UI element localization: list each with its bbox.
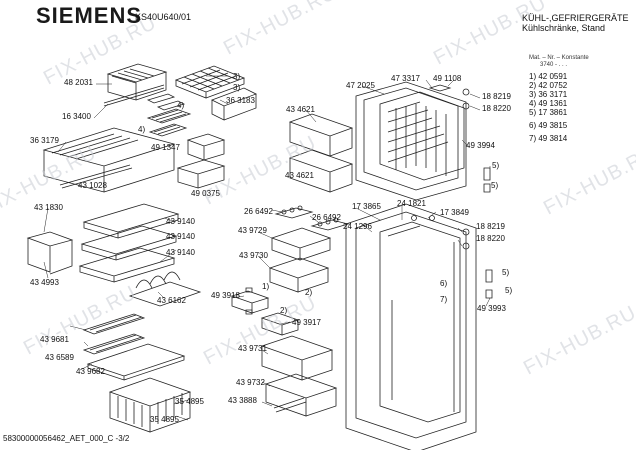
callout-marker: 4) <box>177 101 185 110</box>
part-number-label: 49 3993 <box>477 304 506 313</box>
crisper-drawer-part <box>42 127 176 193</box>
legend-item: 3) 36 3171 <box>529 90 568 99</box>
category-title: KÜHL-,GEFRIERGERÄTE <box>522 13 629 23</box>
legend-item: 1) 42 0591 <box>529 72 568 81</box>
legend-item: 2) 42 0752 <box>529 81 568 90</box>
part-number-label: 43 4993 <box>30 278 59 287</box>
part-number-label: 36 3183 <box>226 96 255 105</box>
part-number-label: 43 3888 <box>228 396 257 405</box>
part-number-label: 43 9729 <box>238 226 267 235</box>
part-number-label: 49 3917 <box>292 318 321 327</box>
part-number-label: 18 8220 <box>482 104 511 113</box>
freezer-door-part <box>355 81 467 201</box>
callout-marker: 4) <box>138 125 146 134</box>
main-door-part <box>345 203 477 450</box>
holder-bracket-part <box>186 133 226 161</box>
part-number-label: 43 9682 <box>76 367 105 376</box>
model-number: KS40U640/01 <box>135 12 192 22</box>
handle-bar-part <box>273 397 307 413</box>
part-number-label: 43 9732 <box>236 378 265 387</box>
part-number-label: 18 8219 <box>476 222 505 231</box>
document-code: 58300000056462_AET_000_C -3/2 <box>3 434 130 443</box>
callout-marker: 5) <box>505 286 513 295</box>
part-number-label: 24 1821 <box>397 199 426 208</box>
part-number-label: 49 1347 <box>151 143 180 152</box>
part-number-label: 43 4621 <box>285 171 314 180</box>
part-number-label: 36 3179 <box>30 136 59 145</box>
part-number-label: 43 9681 <box>40 335 69 344</box>
part-number-label: 43 6162 <box>157 296 186 305</box>
slider-part <box>146 108 192 137</box>
cover-plate-part <box>211 87 257 121</box>
part-number-label: 17 3865 <box>352 202 381 211</box>
legend-heading: Mat. – Nr. – Konstante <box>529 55 589 61</box>
rail-part <box>103 84 186 111</box>
part-number-label: 43 9140 <box>166 232 195 241</box>
part-number-label: 49 3994 <box>466 141 495 150</box>
legend-subheading: 3740 - . . . <box>540 62 568 68</box>
part-number-label: 47 3317 <box>391 74 420 83</box>
part-number-label: 43 1028 <box>78 181 107 190</box>
guard-strip-part <box>82 313 146 355</box>
callout-marker: 6) <box>440 279 448 288</box>
part-number-label: 35 4895 <box>175 397 204 406</box>
part-number-label: 26 6492 <box>244 207 273 216</box>
egg-tray-part <box>274 205 350 231</box>
callout-marker: 5) <box>491 181 499 190</box>
part-number-label: 18 8220 <box>476 234 505 243</box>
callout-marker: 2) <box>280 306 288 315</box>
part-number-label: 24 1296 <box>343 222 372 231</box>
drawer-frame-part <box>106 63 168 101</box>
part-number-label: 43 9140 <box>166 248 195 257</box>
legend-item: 5) 17 3861 <box>529 108 568 117</box>
part-number-label: 47 2025 <box>346 81 375 90</box>
leader-lines <box>43 75 491 421</box>
glass-shelf-part <box>78 203 180 283</box>
part-number-label: 18 8219 <box>482 92 511 101</box>
legend-item: 6) 49 3815 <box>529 121 568 130</box>
callout-marker: 5) <box>492 161 500 170</box>
callout-marker: 5) <box>502 268 510 277</box>
vegetable-drawer-part <box>108 377 192 433</box>
callout-marker: 3) <box>233 83 241 92</box>
part-number-label: 43 9730 <box>239 251 268 260</box>
legend-item: 7) 49 3814 <box>529 134 568 143</box>
part-number-label: 43 9731 <box>238 344 267 353</box>
callout-marker: 2) <box>305 288 313 297</box>
part-number-label: 49 1108 <box>433 74 462 83</box>
tray-part <box>26 231 74 275</box>
category-subtitle: Kühlschränke, Stand <box>522 23 606 33</box>
part-number-label: 43 6589 <box>45 353 74 362</box>
legend-item: 4) 49 1361 <box>529 99 568 108</box>
door-shelf-part <box>288 113 354 193</box>
bottle-rack-part <box>128 271 202 307</box>
part-number-label: 35 4895 <box>150 415 179 424</box>
part-number-label: 17 3849 <box>440 208 469 217</box>
callout-marker: 7) <box>440 295 448 304</box>
part-number-label: 43 9140 <box>166 217 195 226</box>
small-box-part <box>176 159 226 189</box>
wire-rack-part <box>174 65 246 99</box>
callout-marker: 3) <box>233 72 241 81</box>
part-number-label: 26 6492 <box>312 213 341 222</box>
callout-marker: 1) <box>262 282 270 291</box>
part-number-label: 49 0375 <box>191 189 220 198</box>
part-number-label: 16 3400 <box>62 112 91 121</box>
part-number-label: 48 2031 <box>64 78 93 87</box>
brand-logo: SIEMENS <box>36 3 143 28</box>
part-number-label: 49 3918 <box>211 291 240 300</box>
part-number-label: 43 4621 <box>286 105 315 114</box>
part-number-label: 43 1830 <box>34 203 63 212</box>
screw-parts <box>245 88 493 315</box>
